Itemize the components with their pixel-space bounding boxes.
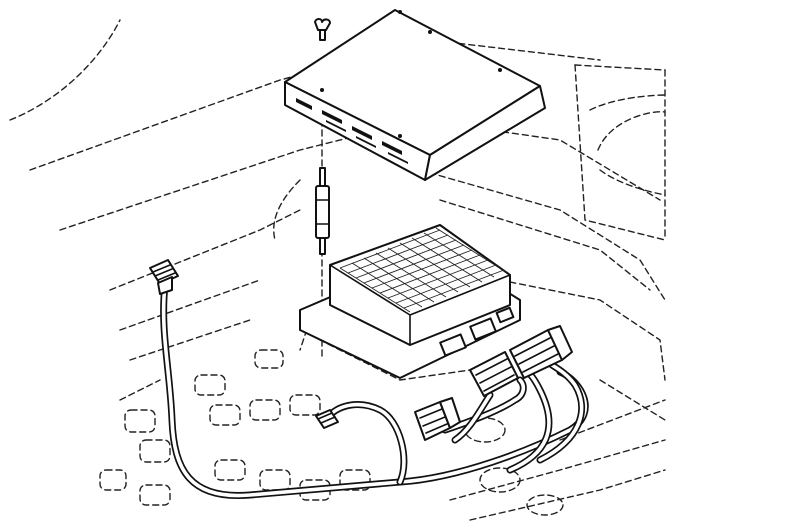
control-module (299, 224, 521, 379)
cover-fastener (314, 18, 331, 41)
harness-connector-left (149, 259, 179, 295)
mounting-cover (284, 9, 546, 181)
harness-connector-middle (315, 409, 339, 429)
standoff-post (315, 167, 330, 255)
wiring-harness (160, 281, 589, 500)
inline-connector (414, 397, 461, 441)
module-connector-pair (469, 325, 573, 397)
seat-well-outline (574, 64, 666, 241)
